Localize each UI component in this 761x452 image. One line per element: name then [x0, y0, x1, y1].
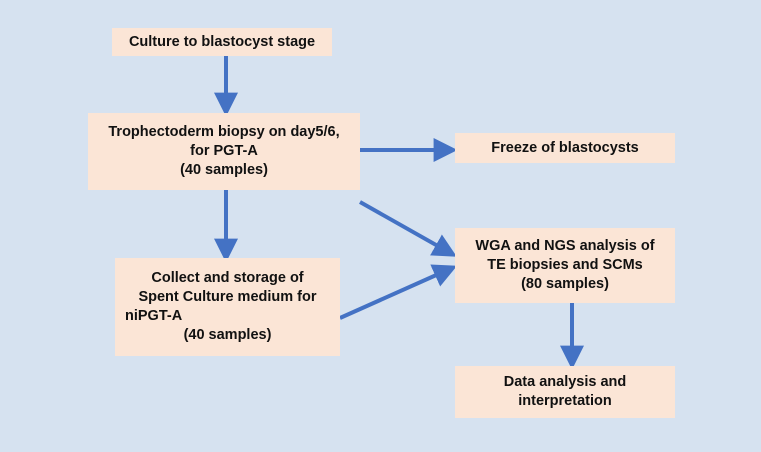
node-biopsy-line: Trophectoderm biopsy on day5/6, — [108, 124, 340, 140]
arrow-biopsy-to-wga — [359, 200, 457, 257]
node-data-line: Data analysis and — [503, 374, 627, 390]
node-culture-line: Culture to blastocyst stage — [128, 33, 316, 50]
node-wga-line: TE biopsies and SCMs — [487, 257, 643, 273]
node-collect: Collect and storage of Spent Culture med… — [115, 258, 340, 356]
node-biopsy: Trophectoderm biopsy on day5/6, for PGT-… — [88, 113, 360, 190]
node-collect-line: Collect and storage of — [151, 270, 304, 286]
node-wga: WGA and NGS analysis of TE biopsies and … — [455, 228, 675, 303]
node-data: Data analysis and interpretation — [455, 366, 675, 418]
node-collect-line: Spent Culture medium for — [138, 289, 317, 305]
node-freeze-line: Freeze of blastocysts — [491, 139, 639, 156]
node-freeze: Freeze of blastocysts — [455, 133, 675, 163]
arrow-collect-to-wga — [339, 264, 458, 320]
node-wga-line: WGA and NGS analysis of — [475, 238, 655, 254]
node-culture: Culture to blastocyst stage — [112, 28, 332, 56]
node-biopsy-line: (40 samples) — [180, 162, 268, 178]
node-data-line: interpretation — [518, 393, 612, 409]
node-biopsy-line: for PGT-A — [190, 143, 258, 159]
node-wga-line: (80 samples) — [521, 276, 609, 292]
node-collect-line: (40 samples) — [183, 327, 272, 343]
node-collect-line: niPGT-A — [125, 308, 183, 324]
